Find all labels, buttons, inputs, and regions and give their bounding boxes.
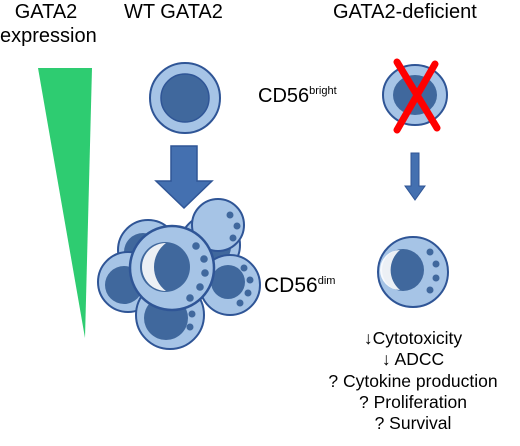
effect-item: ↓Cytotoxicity (363, 328, 463, 348)
red-cross-icon (393, 58, 441, 134)
deficient-differentiation-arrow (404, 152, 426, 201)
cd56-bright-sup: bright (309, 85, 337, 97)
deficient-dim-cell (377, 236, 449, 308)
effect-item: ? Survival (374, 413, 452, 434)
gata2-deficient-header: GATA2-deficient (333, 1, 477, 23)
gata2-expression-line2: expression (0, 25, 97, 47)
wt-bright-cell (149, 62, 221, 134)
gata2-gradient-wedge (38, 68, 92, 338)
dim-cell (191, 198, 245, 252)
effect-item: ? Cytokine production (328, 370, 498, 391)
cd56-bright-base: CD56 (258, 85, 310, 107)
effect-item: ? Proliferation (359, 391, 467, 412)
gata2-expression-label: GATA2 expression (0, 0, 97, 48)
cd56-dim-sup: dim (317, 275, 336, 287)
effects-list: ↓Cytotoxicity ↓ ADCC ? Cytokine producti… (306, 328, 520, 434)
dim-cell-front (128, 224, 216, 312)
gata2-expression-line1: GATA2 (14, 1, 78, 23)
cd56-dim-label: CD56dim (264, 274, 335, 298)
wt-gata2-header: WT GATA2 (124, 1, 223, 23)
cd56-dim-base: CD56 (264, 274, 318, 297)
wt-differentiation-arrow (154, 145, 214, 210)
wt-dim-cell-cluster (97, 198, 261, 350)
cd56-bright-label: CD56bright (258, 84, 337, 108)
effect-item: ↓ ADCC (381, 349, 445, 370)
